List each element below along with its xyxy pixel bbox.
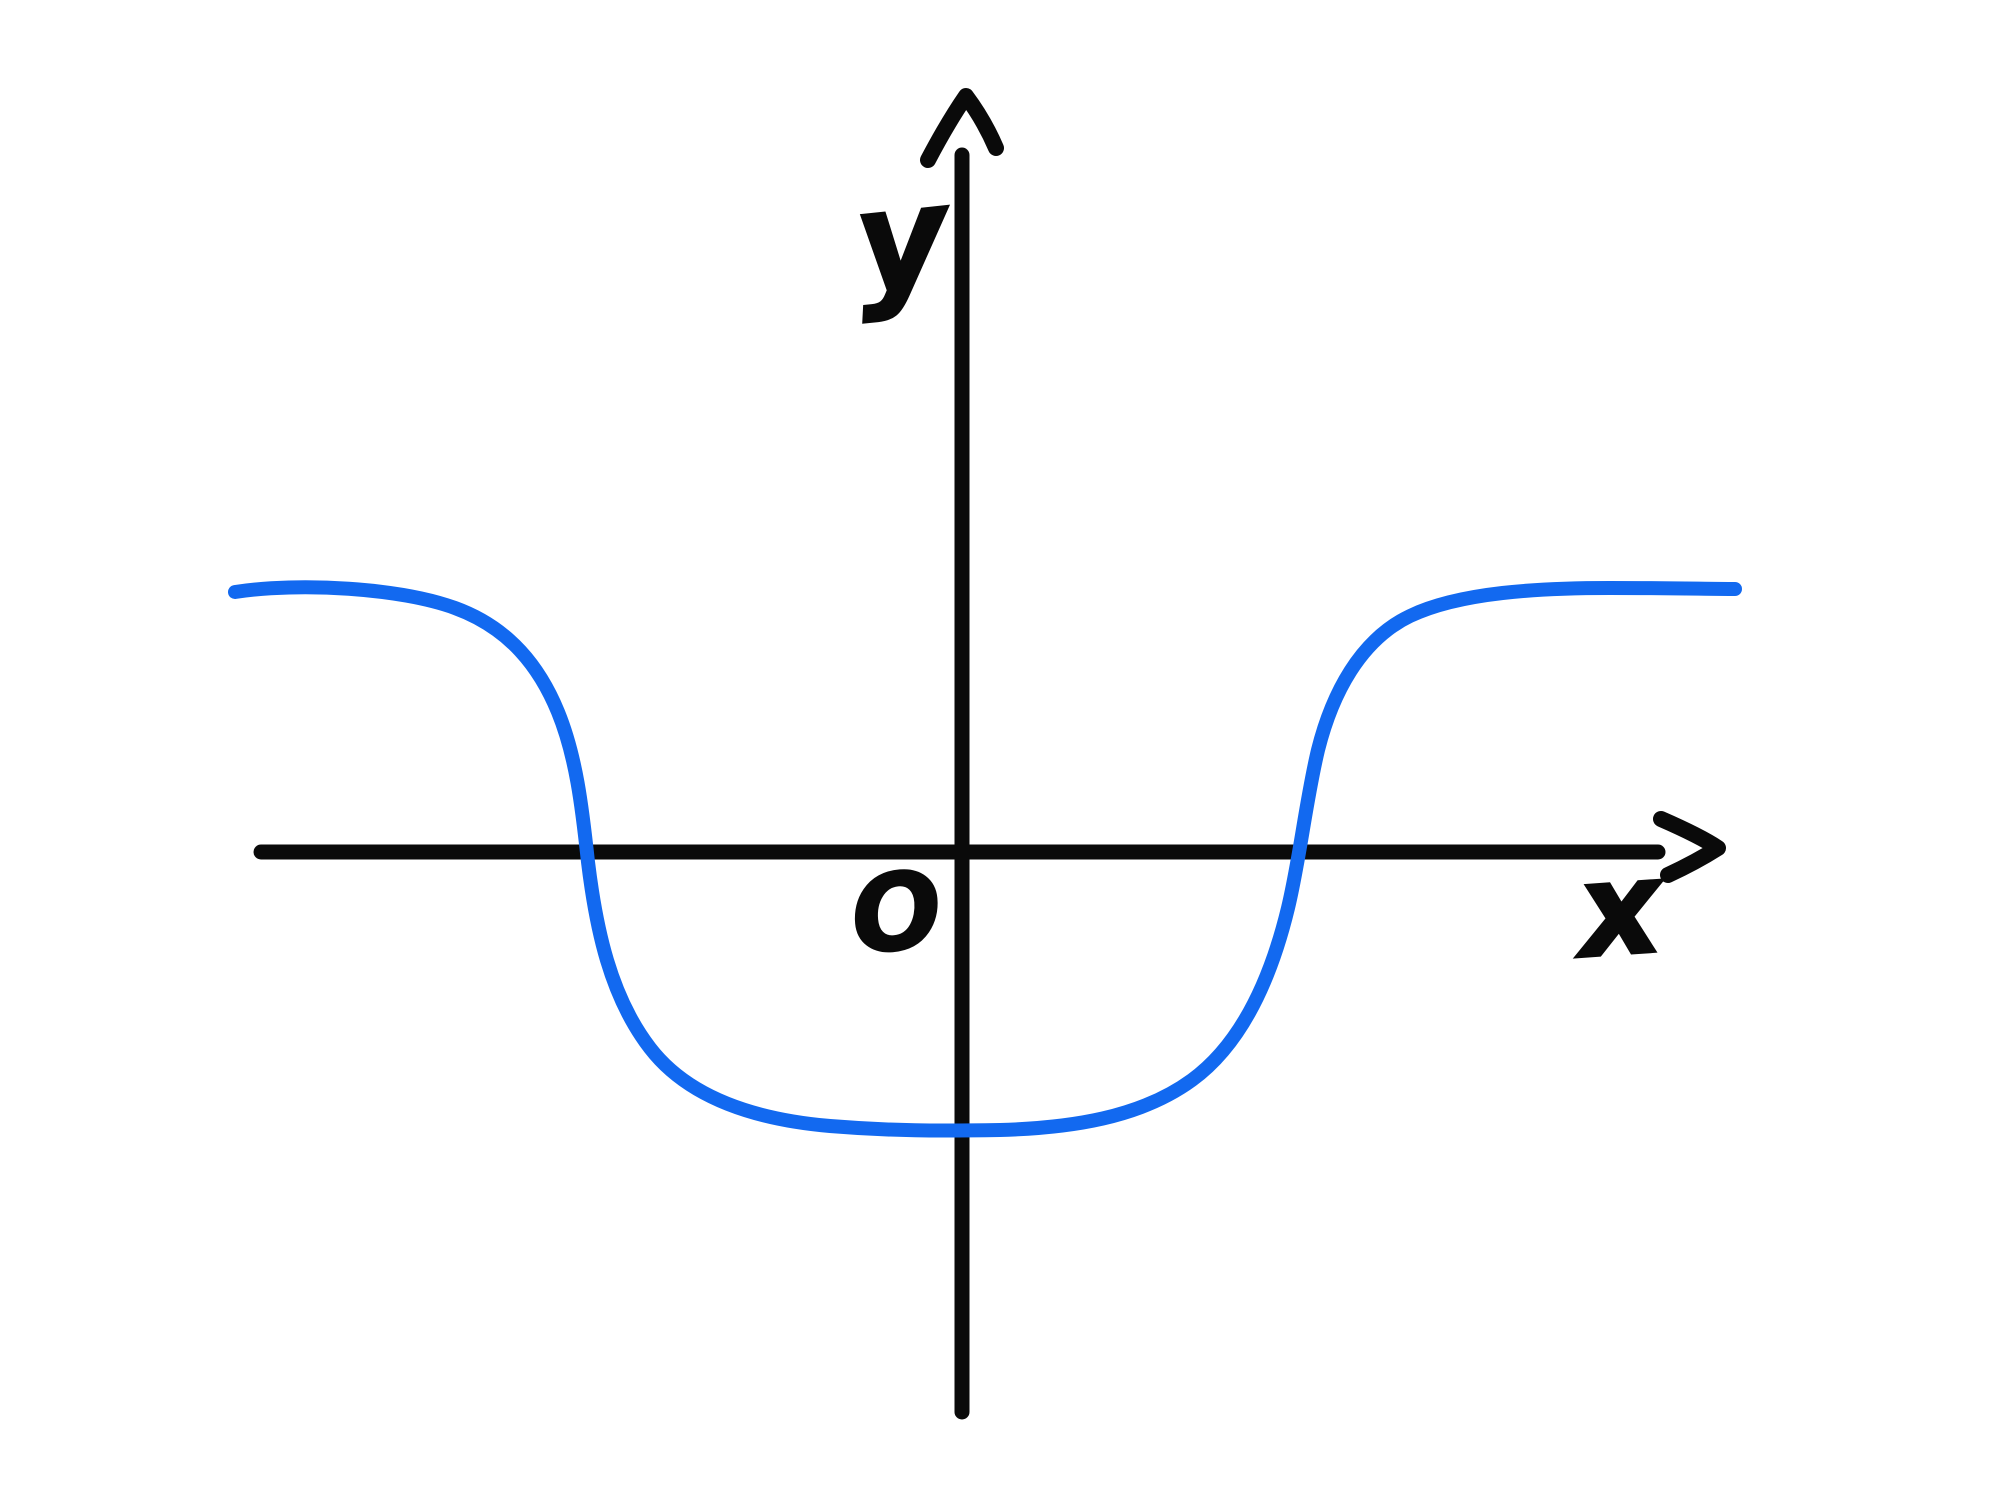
y-axis-group bbox=[920, 88, 1004, 1420]
origin-label: O bbox=[847, 848, 947, 977]
x-axis-label: x bbox=[1566, 830, 1670, 988]
function-curve-group bbox=[228, 580, 1742, 1138]
arrow-up-icon bbox=[920, 88, 1004, 168]
function-curve bbox=[228, 580, 1742, 1138]
arrow-right-icon bbox=[1653, 811, 1726, 883]
x-axis-group bbox=[253, 811, 1726, 883]
